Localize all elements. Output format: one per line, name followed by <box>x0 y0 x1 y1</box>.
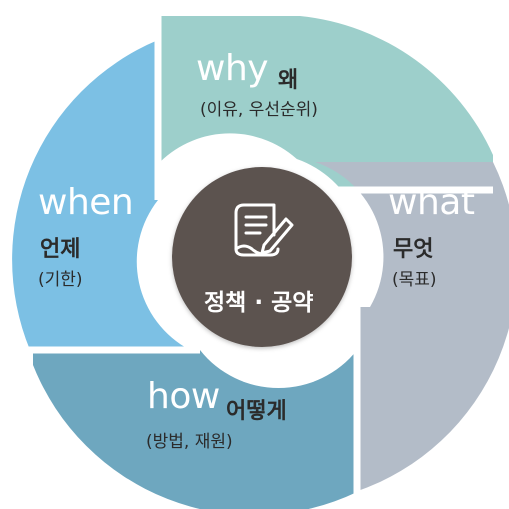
what-sublabel: (목표) <box>392 270 437 290</box>
what-label-ko: 무엇 <box>393 237 434 262</box>
how-label-en: how <box>147 376 220 417</box>
hub-circle <box>172 167 352 347</box>
segment-when <box>12 40 190 350</box>
segment-why <box>160 16 493 190</box>
what-label-en: what <box>388 182 475 223</box>
segment-how <box>33 350 357 509</box>
why-label-en: why <box>196 48 269 89</box>
when-label-en: when <box>38 182 134 223</box>
why-label-ko: 왜 <box>278 68 299 93</box>
when-label-ko: 언제 <box>40 237 81 262</box>
why-sublabel: (이유, 우선순위) <box>200 100 318 120</box>
segment-what <box>315 162 509 492</box>
when-sublabel: (기한) <box>38 270 83 290</box>
how-sublabel: (방법, 재원) <box>146 432 233 452</box>
document-pen-icon <box>234 203 294 257</box>
how-label-ko: 어떻게 <box>226 399 287 424</box>
center-title: 정책 · 공약 <box>204 290 314 316</box>
